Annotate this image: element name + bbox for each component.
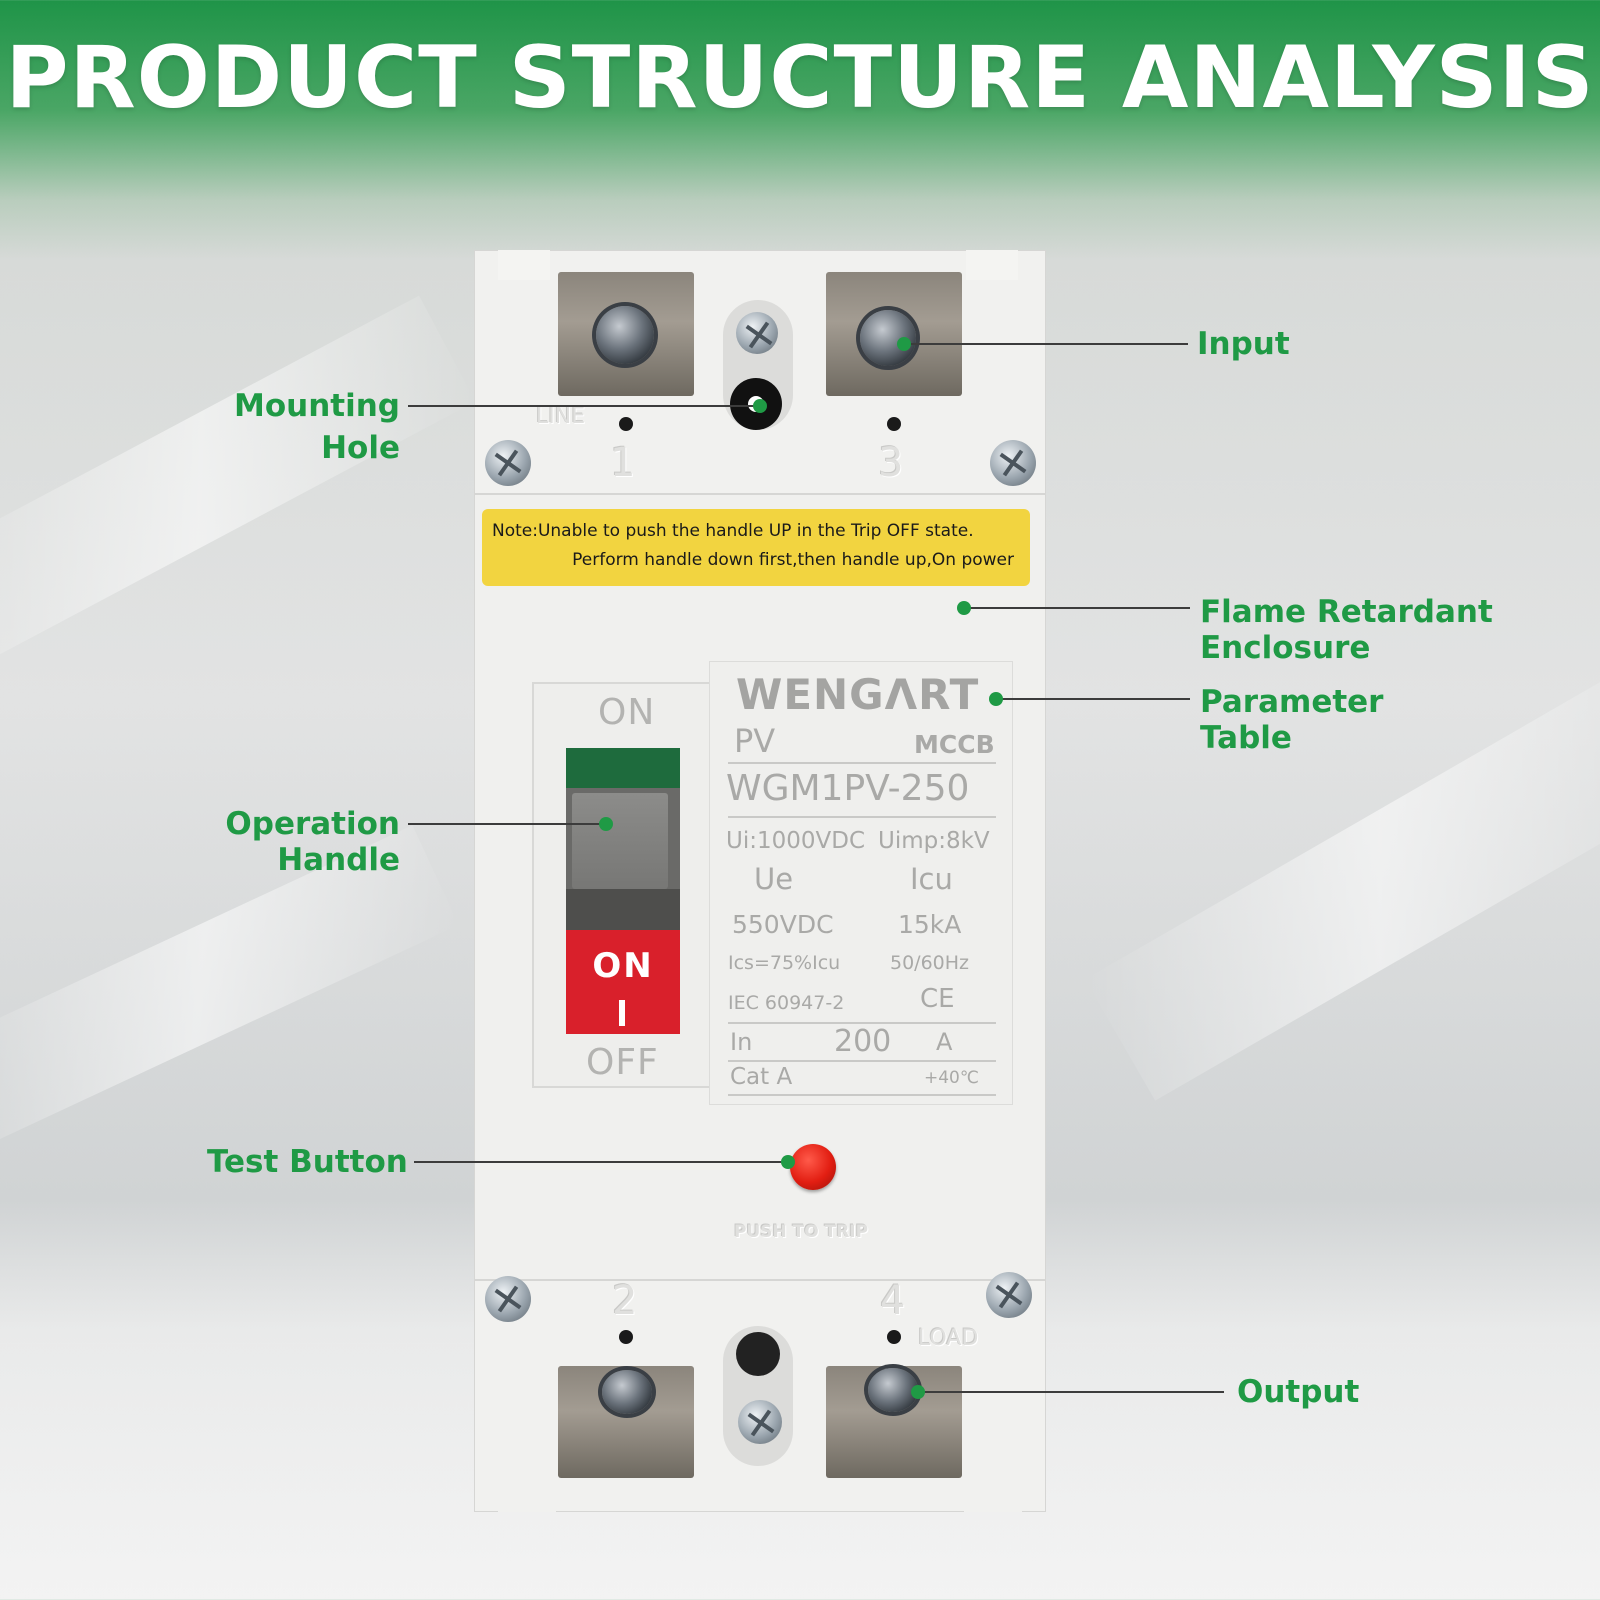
parameter-label-line1: Parameter [1200, 684, 1384, 720]
screw-icon [990, 440, 1036, 486]
parameter-leader-line [996, 698, 1190, 700]
mounting-hole [736, 1332, 780, 1376]
terminal-indicator-hole [887, 1330, 901, 1344]
top-fin-left [498, 250, 550, 280]
param-ue-value: 550VDC [732, 910, 834, 939]
terminal-number-1: 1 [610, 440, 636, 486]
param-in-unit: A [936, 1028, 953, 1056]
flame-dot [957, 601, 971, 615]
screw-icon [986, 1272, 1032, 1318]
bottom-fin-left [498, 1480, 556, 1512]
parameter-dot [989, 692, 1003, 706]
param-standard: IEC 60947-2 [728, 992, 845, 1014]
test-button-dot [781, 1155, 795, 1169]
parameter-label-line2: Table [1200, 720, 1292, 756]
load-marking: LOAD [918, 1326, 979, 1351]
param-in-value: 200 [834, 1024, 892, 1059]
handle-on-label: ON [598, 692, 656, 733]
handle-green-indicator [566, 748, 680, 788]
terminal-indicator-hole [619, 1330, 633, 1344]
screw-icon [738, 1400, 782, 1444]
flame-retardant-label: Flame Retardant Enclosure [1200, 594, 1493, 666]
push-to-trip-label: PUSH TO TRIP [734, 1222, 869, 1242]
bottom-fin-right [964, 1480, 1022, 1512]
flame-label-line2: Enclosure [1200, 630, 1371, 666]
terminal-indicator-hole [619, 417, 633, 431]
terminal-number-3: 3 [878, 440, 904, 486]
page-title: PRODUCT STRUCTURE ANALYSIS [5, 28, 1595, 128]
mounting-hole-dot [753, 399, 767, 413]
table-divider [728, 1094, 996, 1096]
flame-leader-line [964, 607, 1190, 609]
table-divider [728, 1022, 996, 1024]
parameter-table: WENGΛRT PV MCCB WGM1PV-250 Ui:1000VDC Ui… [710, 662, 1012, 1104]
terminal-bolt-icon [596, 306, 654, 364]
table-divider [728, 762, 996, 764]
screw-icon [485, 1276, 531, 1322]
param-icu: Icu [910, 862, 953, 896]
mounting-hole-label-line2: Hole [321, 430, 400, 466]
handle-red-on-label: ON [592, 946, 654, 986]
param-ics: Ics=75%Icu [728, 952, 841, 974]
background-streak [0, 295, 476, 665]
mounting-hole-leader-line [408, 405, 760, 407]
mounting-hole-label-line1: Mounting [234, 388, 400, 424]
top-fin-right [966, 250, 1018, 280]
input-dot [897, 337, 911, 351]
param-mccb: MCCB [914, 730, 995, 759]
param-freq: 50/60Hz [890, 952, 970, 974]
handle-shadow [566, 889, 680, 930]
output-label: Output [1237, 1374, 1360, 1410]
table-divider [728, 816, 996, 818]
param-in-label: In [730, 1028, 753, 1056]
param-cat: Cat A [730, 1064, 793, 1090]
parameter-table-label: Parameter Table [1200, 684, 1383, 756]
input-leader-line [904, 343, 1188, 345]
operation-dot [599, 817, 613, 831]
warning-note: Note:Unable to push the handle UP in the… [482, 509, 1030, 586]
screw-icon [736, 312, 778, 354]
terminal-indicator-hole [887, 417, 901, 431]
handle-red-bar-icon [619, 1000, 625, 1026]
param-icu-value: 15kA [898, 910, 962, 939]
operation-handle[interactable] [572, 793, 668, 889]
operation-leader-line [408, 823, 606, 825]
ce-mark-icon: CE [920, 984, 955, 1014]
operation-label-line1: Operation [225, 806, 400, 842]
line-marking: LINE [536, 404, 586, 429]
output-leader-line [918, 1391, 1224, 1393]
terminal-bolt-icon [602, 1370, 652, 1414]
param-uimp: Uimp:8kV [878, 828, 990, 854]
test-button-leader-line [414, 1161, 788, 1163]
table-divider [728, 1060, 996, 1062]
terminal-number-2: 2 [612, 1278, 638, 1324]
input-label: Input [1197, 326, 1290, 362]
param-temp: +40℃ [924, 1068, 979, 1088]
param-ui: Ui:1000VDC [726, 828, 866, 854]
param-ue: Ue [754, 862, 794, 896]
operation-handle-label: Operation Handle [150, 806, 400, 878]
screw-icon [485, 440, 531, 486]
terminal-number-4: 4 [880, 1278, 906, 1324]
output-dot [911, 1385, 925, 1399]
test-button-label: Test Button [207, 1144, 408, 1180]
brand-logo: WENGΛRT [736, 670, 980, 719]
note-line-2: Perform handle down first,then handle up… [572, 550, 1014, 570]
flame-label-line1: Flame Retardant [1200, 594, 1493, 630]
operation-label-line2: Handle [277, 842, 400, 878]
handle-off-label: OFF [586, 1042, 659, 1083]
param-model: WGM1PV-250 [726, 768, 970, 809]
test-button[interactable] [790, 1144, 836, 1190]
param-pv: PV [734, 722, 776, 760]
note-line-1: Note:Unable to push the handle UP in the… [492, 521, 974, 541]
mounting-hole-label: Mounting Hole [190, 388, 400, 466]
terminal-bolt-icon [868, 1368, 918, 1412]
